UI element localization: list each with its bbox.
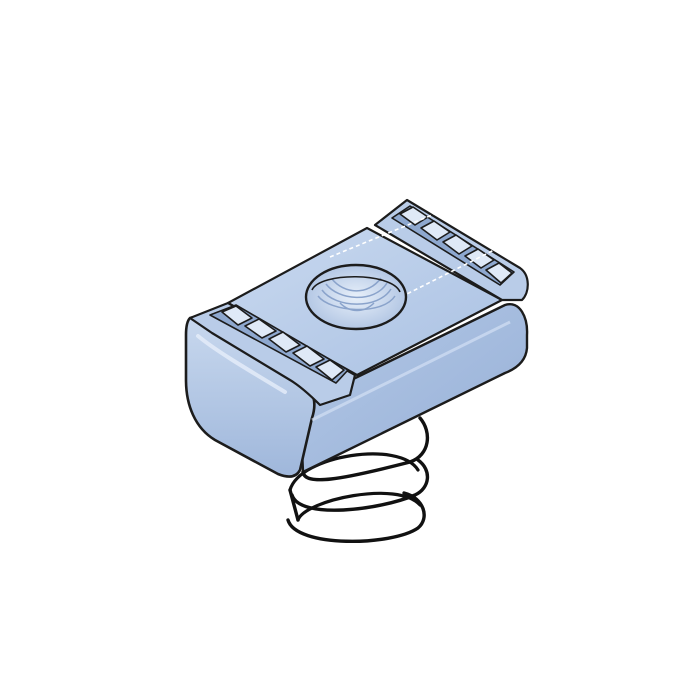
nut-long-side-face xyxy=(298,302,529,474)
front-ridge-teeth xyxy=(221,305,345,381)
front-ridge xyxy=(188,301,357,407)
hidden-edge-lines xyxy=(329,212,501,301)
side-highlight xyxy=(311,320,511,422)
spring-front xyxy=(286,416,430,544)
nut-front-highlight xyxy=(196,334,287,394)
threaded-hole xyxy=(304,263,408,331)
back-ridge-teeth xyxy=(399,206,513,284)
nut-body xyxy=(184,198,529,478)
